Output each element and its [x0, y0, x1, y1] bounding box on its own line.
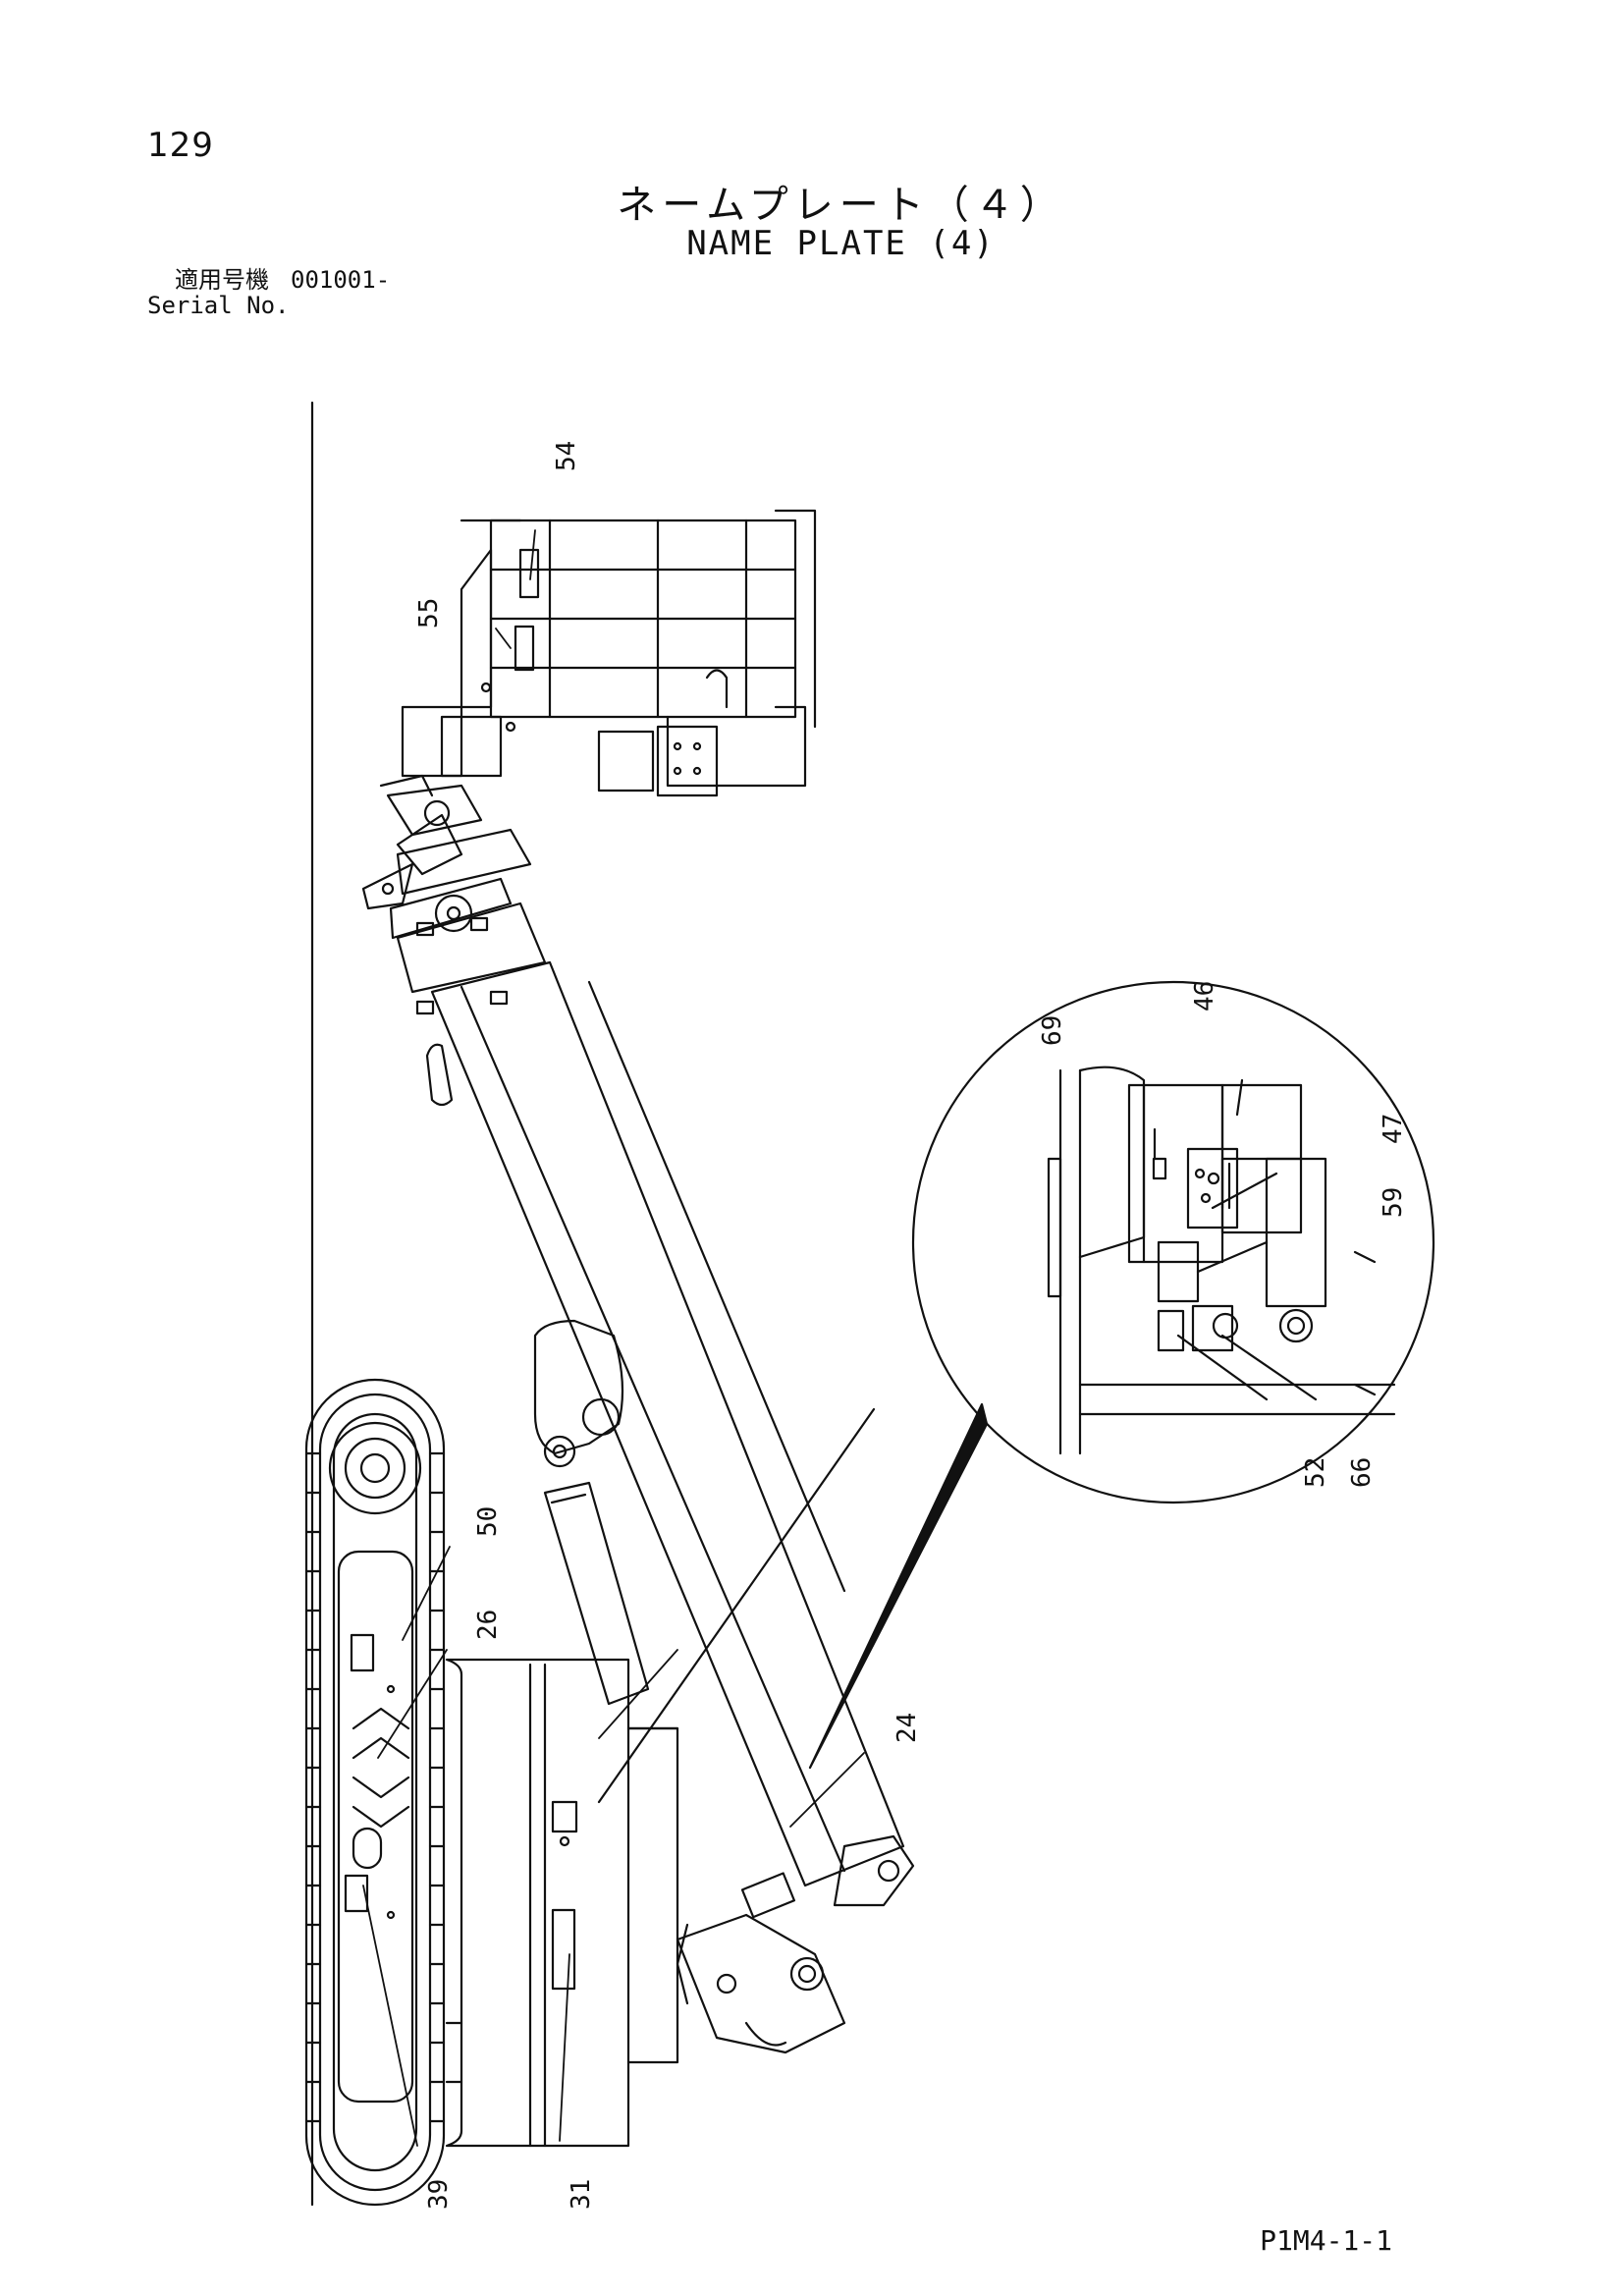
callout-54: 54 — [552, 441, 581, 471]
callout-69: 69 — [1038, 1015, 1067, 1046]
detail-circle — [597, 980, 1435, 1804]
page-number: 129 — [147, 126, 214, 165]
page-title-en: NAME PLATE (4) — [686, 224, 996, 263]
callout-46: 46 — [1190, 981, 1219, 1011]
callout-50: 50 — [473, 1506, 503, 1537]
leader-lines — [362, 529, 865, 2147]
crawler-track — [304, 1378, 446, 2207]
callout-59: 59 — [1379, 1187, 1408, 1218]
callout-55: 55 — [414, 598, 444, 629]
serial-number: 001001- — [291, 266, 391, 294]
page-title-jp: ネームプレート（４） — [617, 183, 1065, 228]
serial-label-jp: 適用号機 — [175, 266, 269, 294]
callout-26: 26 — [473, 1610, 503, 1640]
boom — [361, 774, 915, 2054]
callout-52: 52 — [1301, 1457, 1330, 1488]
callout-labels: 54 55 46 69 47 59 52 66 50 26 24 39 31 — [414, 441, 1408, 2210]
callout-24: 24 — [893, 1713, 922, 1743]
upper-structure — [445, 1658, 679, 2148]
serial-label-en: Serial No. — [147, 292, 290, 319]
document-code: P1M4-1-1 — [1260, 2224, 1392, 2257]
callout-66: 66 — [1347, 1457, 1377, 1488]
serial-info: 適用号機 001001- Serial No. — [147, 267, 390, 318]
callout-47: 47 — [1379, 1114, 1408, 1144]
platform-basket — [401, 509, 817, 797]
callout-31: 31 — [567, 2179, 596, 2210]
callout-39: 39 — [424, 2179, 454, 2210]
